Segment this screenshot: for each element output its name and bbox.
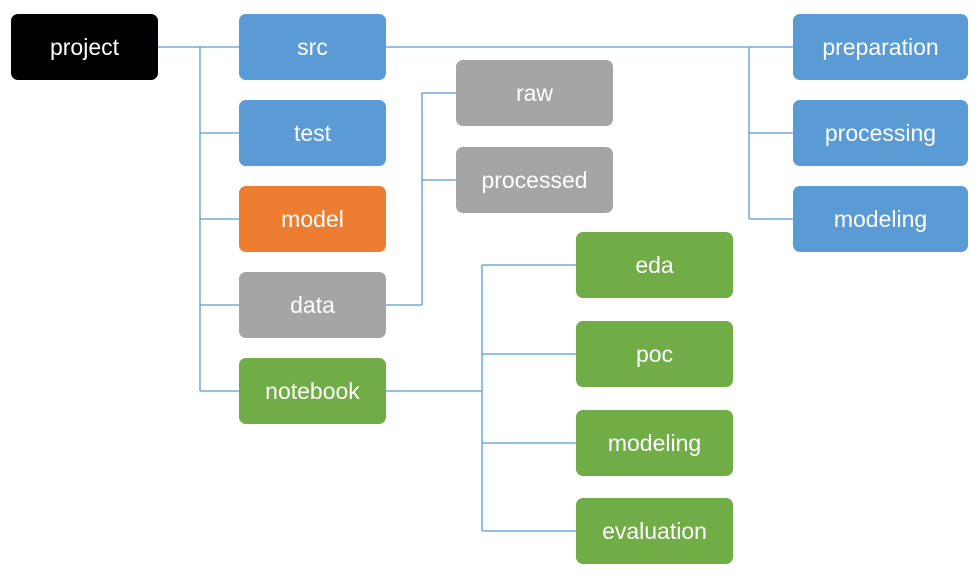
node-modeling-src[interactable]: modeling xyxy=(793,186,968,252)
node-processed[interactable]: processed xyxy=(456,147,613,213)
node-data[interactable]: data xyxy=(239,272,386,338)
node-test[interactable]: test xyxy=(239,100,386,166)
node-notebook[interactable]: notebook xyxy=(239,358,386,424)
connector-project-children xyxy=(158,46,239,392)
node-evaluation[interactable]: evaluation xyxy=(576,498,733,564)
connector-src-children xyxy=(386,46,793,220)
node-eda[interactable]: eda xyxy=(576,232,733,298)
node-poc[interactable]: poc xyxy=(576,321,733,387)
connector-notebook-children xyxy=(386,264,576,532)
node-processing[interactable]: processing xyxy=(793,100,968,166)
node-raw[interactable]: raw xyxy=(456,60,613,126)
node-model[interactable]: model xyxy=(239,186,386,252)
node-preparation[interactable]: preparation xyxy=(793,14,968,80)
node-modeling-notebook[interactable]: modeling xyxy=(576,410,733,476)
node-project[interactable]: project xyxy=(11,14,158,80)
node-src[interactable]: src xyxy=(239,14,386,80)
connector-data-children xyxy=(386,92,456,306)
